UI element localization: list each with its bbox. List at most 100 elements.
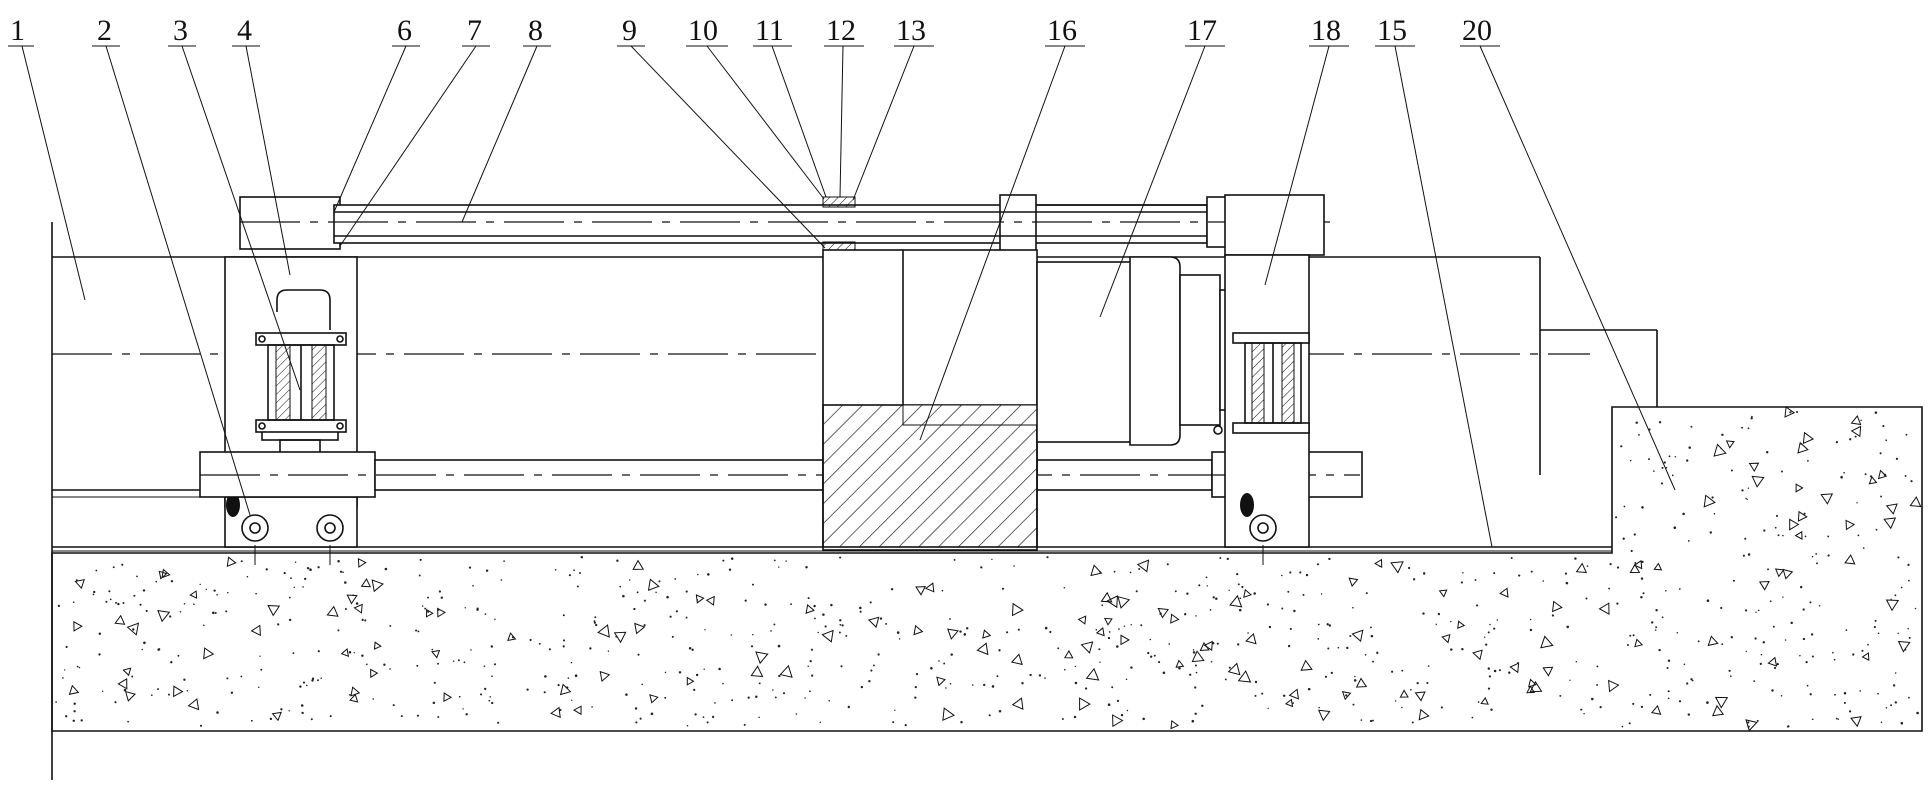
sand-dot [1349, 635, 1351, 637]
sand-dot [171, 580, 173, 582]
sand-dot [563, 614, 565, 616]
sand-dot [783, 692, 785, 694]
sand-dot [1211, 661, 1213, 663]
sand-dot [1744, 538, 1746, 540]
sand-dot [568, 677, 570, 679]
sand-dot [1710, 531, 1712, 533]
sand-dot [484, 688, 486, 690]
aggregate-mark [937, 677, 945, 685]
sand-dot [1346, 647, 1348, 649]
aggregate-mark [574, 706, 581, 714]
sand-dot [635, 707, 637, 709]
aggregate-mark [756, 652, 768, 663]
sand-dot [1489, 675, 1491, 677]
sand-dot [949, 618, 951, 620]
sand-dot [697, 574, 699, 576]
sand-dot [231, 692, 233, 694]
sand-dot [1748, 427, 1750, 429]
sand-dot [1886, 707, 1888, 709]
sand-dot [796, 713, 798, 715]
sand-dot [696, 674, 698, 676]
sand-dot [1049, 631, 1051, 633]
sand-dot [1641, 561, 1643, 563]
sand-dot [1064, 669, 1066, 671]
sand-dot [1195, 665, 1197, 667]
sand-dot [345, 608, 347, 610]
aggregate-mark [1887, 600, 1899, 610]
sand-dot [462, 708, 463, 709]
sand-dot [1114, 571, 1116, 573]
sand-dot [1698, 640, 1700, 642]
sand-dot [1816, 562, 1818, 564]
sand-dot [1583, 713, 1584, 714]
sand-dot [115, 602, 117, 604]
sand-dot [488, 700, 490, 702]
sand-dot [703, 716, 705, 718]
sand-dot [999, 710, 1002, 713]
sand-dot [625, 693, 628, 696]
svg-text:20: 20 [1462, 14, 1492, 47]
sand-dot [1075, 682, 1078, 685]
sand-dot [416, 665, 418, 667]
sand-dot [731, 557, 734, 560]
aggregate-mark [1500, 588, 1508, 597]
sand-dot [1810, 693, 1812, 695]
sand-dot [484, 665, 486, 667]
sand-dot [1758, 610, 1760, 612]
sand-dot [817, 632, 819, 634]
aggregate-mark [1301, 661, 1312, 671]
sand-dot [433, 702, 435, 704]
sand-dot [1267, 708, 1268, 709]
sand-dot [1412, 722, 1414, 724]
sand-dot [66, 646, 68, 648]
sand-dot [1422, 612, 1424, 614]
sand-dot [1743, 555, 1745, 557]
sand-dot [1771, 689, 1773, 691]
aggregate-mark [1400, 690, 1408, 697]
sand-dot [1057, 647, 1059, 649]
sand-dot [825, 625, 827, 627]
sand-dot [814, 618, 816, 620]
sand-dot [330, 715, 332, 717]
sand-dot [1773, 626, 1775, 628]
aggregate-mark [371, 670, 378, 678]
top-guide-rod [240, 195, 1237, 257]
sand-dot [689, 647, 692, 650]
sand-dot [1531, 571, 1533, 573]
sand-dot [1118, 628, 1120, 630]
aggregate-mark [1391, 562, 1403, 573]
sand-dot [1130, 572, 1132, 574]
sand-dot [1596, 684, 1598, 686]
sand-dot [213, 589, 215, 591]
sand-dot [633, 608, 635, 610]
sand-dot [320, 678, 322, 680]
sand-dot [289, 597, 291, 599]
sand-dot [1372, 720, 1374, 722]
sand-dot [337, 629, 339, 631]
sand-dot [1746, 651, 1747, 652]
sand-dot [1565, 573, 1567, 575]
sand-dot [1651, 621, 1653, 623]
sand-dot [1640, 596, 1642, 598]
sand-dot [1327, 647, 1329, 649]
sand-dot [494, 619, 496, 621]
sand-dot [491, 702, 493, 704]
callout-15: 15 [1375, 14, 1492, 547]
sand-dot [1785, 639, 1787, 641]
sand-dot [1720, 607, 1722, 609]
aggregate-mark [1375, 560, 1382, 568]
sand-dot [943, 663, 945, 665]
sand-dot [1488, 631, 1490, 633]
sand-dot [472, 585, 474, 587]
sand-dot [1881, 722, 1883, 724]
sand-dot [1062, 718, 1064, 720]
sand-dot [1308, 688, 1311, 691]
sand-dot [1834, 694, 1836, 696]
sand-dot [62, 677, 64, 679]
aggregate-mark [650, 695, 658, 703]
sand-dot [615, 636, 617, 638]
sand-dot [1770, 600, 1772, 602]
sand-dot [301, 712, 303, 714]
aggregate-mark [1416, 692, 1425, 701]
sand-dot [1632, 703, 1634, 705]
